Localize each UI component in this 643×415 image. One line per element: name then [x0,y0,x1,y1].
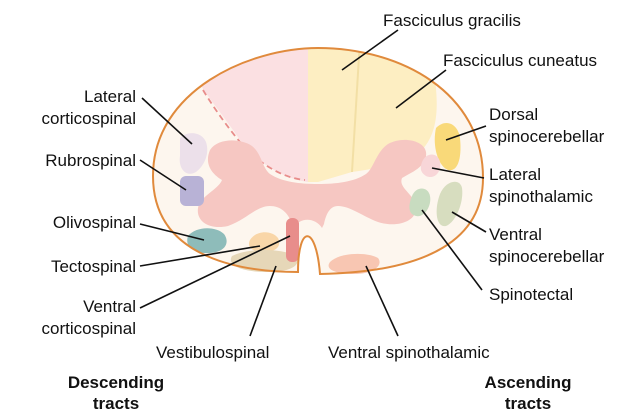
label-lateral-corticospinal: Lateral corticospinal [10,86,136,130]
label-spinotectal: Spinotectal [489,284,573,306]
label-ventral-corticospinal-line1: Ventral [10,296,136,318]
leader-line-vestibulospinal [250,266,276,336]
caption-descending-line2: tracts [46,393,186,414]
label-lateral-spinothalamic-line1: Lateral [489,164,593,186]
label-lateral-spinothalamic-line2: spinothalamic [489,186,593,208]
label-ventral-corticospinal: Ventral corticospinal [10,296,136,340]
label-dorsal-spinocerebellar-line1: Dorsal [489,104,604,126]
label-dorsal-spinocerebellar: Dorsal spinocerebellar [489,104,604,148]
rubrospinal-tract [180,176,204,206]
label-dorsal-spinocerebellar-line2: spinocerebellar [489,126,604,148]
ventral-corticospinal-tract [286,218,299,262]
leader-line-ventral-spinothalamic [366,266,398,336]
label-ventral-spinocerebellar-line1: Ventral [489,224,604,246]
label-ventral-spinocerebellar-line2: spinocerebellar [489,246,604,268]
label-lateral-corticospinal-line2: corticospinal [10,108,136,130]
caption-ascending-line1: Ascending [458,372,598,393]
label-lateral-spinothalamic: Lateral spinothalamic [489,164,593,208]
label-ventral-corticospinal-line2: corticospinal [10,318,136,340]
caption-descending-line1: Descending [46,372,186,393]
caption-ascending-line2: tracts [458,393,598,414]
label-vestibulospinal: Vestibulospinal [156,342,269,364]
label-ventral-spinocerebellar: Ventral spinocerebellar [489,224,604,268]
label-ventral-spinothalamic: Ventral spinothalamic [328,342,490,364]
label-tectospinal: Tectospinal [10,256,136,278]
label-fasciculus-gracilis: Fasciculus gracilis [383,10,521,32]
caption-ascending-tracts: Ascending tracts [458,372,598,414]
label-lateral-corticospinal-line1: Lateral [10,86,136,108]
label-fasciculus-cuneatus: Fasciculus cuneatus [443,50,597,72]
caption-descending-tracts: Descending tracts [46,372,186,414]
label-rubrospinal: Rubrospinal [10,150,136,172]
label-olivospinal: Olivospinal [10,212,136,234]
